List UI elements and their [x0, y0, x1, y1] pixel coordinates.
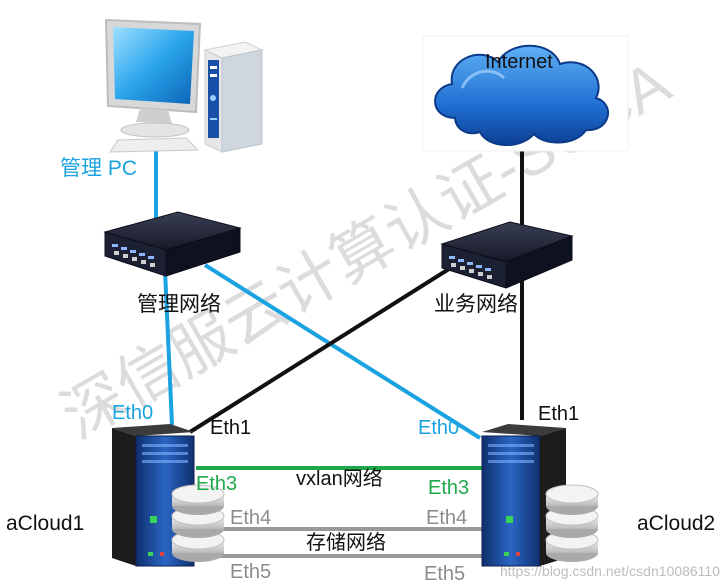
acloud1-eth5-label: Eth5 [230, 561, 271, 583]
management-pc-label: 管理 PC [60, 157, 137, 180]
disk-stack-icon [545, 484, 599, 562]
switch-icon [440, 221, 574, 289]
acloud1-label: aCloud1 [6, 512, 84, 535]
acloud2-eth5-label: Eth5 [424, 563, 465, 585]
management-switch-label: 管理网络 [137, 293, 221, 316]
tower-icon [203, 41, 264, 153]
monitor-icon [104, 18, 202, 153]
acloud2-eth0-label: Eth0 [418, 417, 459, 439]
links [154, 145, 524, 558]
acloud2-node[interactable]: aCloud2 Eth0 Eth1 Eth3 Eth4 Eth5 [418, 403, 715, 585]
acloud1-node[interactable]: aCloud1 Eth0 Eth1 Eth3 Eth4 Eth5 [6, 402, 271, 583]
acloud1-eth4-label: Eth4 [230, 507, 271, 529]
internet-label: Internet [485, 51, 553, 73]
cloud-icon [434, 44, 609, 147]
switch-icon [103, 211, 242, 277]
watermark-url: https://blog.csdn.net/csdn10086110 [500, 563, 720, 579]
acloud2-label: aCloud2 [637, 512, 715, 535]
acloud1-eth3-label: Eth3 [196, 473, 237, 495]
link-mgmt-switch-to-acloud1 [163, 269, 174, 426]
acloud2-eth4-label: Eth4 [426, 507, 467, 529]
acloud1-eth0-label: Eth0 [112, 402, 153, 424]
internet-node[interactable]: Internet [422, 35, 629, 152]
link-mgmt-switch-to-acloud2 [203, 263, 482, 440]
business-switch-label: 业务网络 [434, 293, 518, 316]
vxlan-link-label: vxlan网络 [296, 467, 383, 490]
acloud2-eth1-label: Eth1 [538, 403, 579, 425]
acloud2-eth3-label: Eth3 [428, 477, 469, 499]
management-pc[interactable]: 管理 PC [60, 18, 264, 180]
link-biz-switch-to-acloud1 [188, 260, 462, 434]
storage-link-label: 存储网络 [306, 531, 386, 554]
business-switch[interactable]: 业务网络 [434, 221, 574, 316]
management-switch[interactable]: 管理网络 [103, 211, 242, 316]
disk-stack-icon [171, 484, 225, 562]
acloud1-eth1-label: Eth1 [210, 417, 251, 439]
